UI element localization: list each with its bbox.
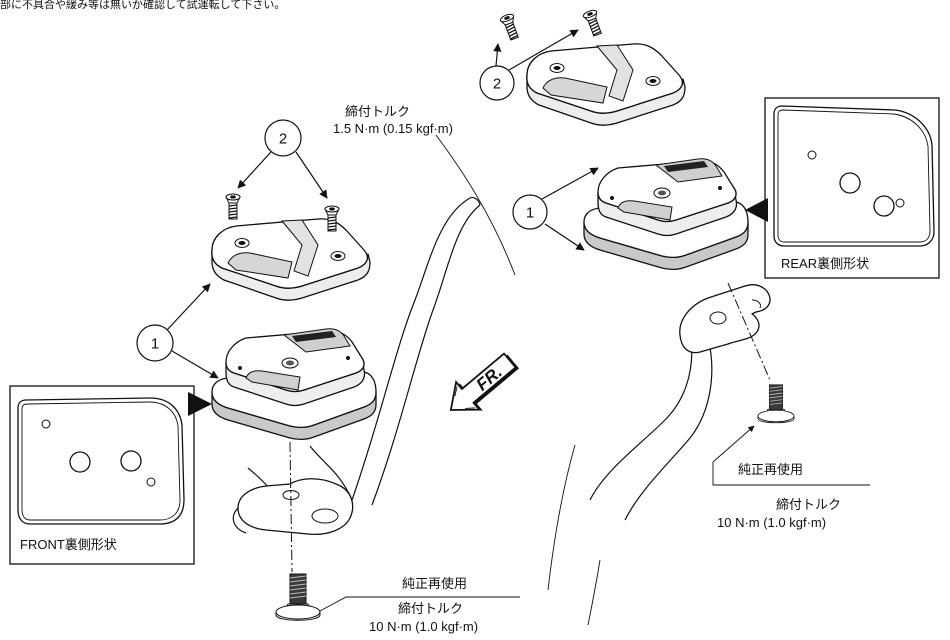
front-screw-torque-value: 1.5 N·m (0.15 kgf·m) [333,121,453,136]
rear-screw-right [581,8,605,38]
front-bolt-reuse: 純正再使用 [402,576,467,591]
rear-bracket-hole [709,311,727,325]
rear-peg-cover [526,43,686,126]
rear-bolt-leader [712,425,870,486]
rear-peg-base [583,158,749,271]
front-bracket [237,478,354,536]
front-screw-left [225,193,241,220]
front-center-line [289,441,293,573]
rear-screw-callout: 2 [479,29,579,101]
rear-bolt-reuse: 純正再使用 [738,462,803,477]
rear-bolt-torque-value: 10 N·m (1.0 kgf·m) [717,515,826,530]
rear-bolt-torque-title: 締付トルク [776,497,841,512]
front-bolt-leader [319,596,520,612]
rear-flange-bolt [757,384,795,424]
front-inset-pointer [188,392,212,416]
front-inset: FRONT裏側形状 [9,385,195,565]
front-screw-torque-title: 締付トルク [345,104,410,119]
front-bracket-slot [311,508,339,524]
rear-inset-label: REAR裏側形状 [781,256,869,271]
svg-text:2: 2 [493,76,501,93]
front-inset-label: FRONT裏側形状 [20,537,117,552]
front-bracket-strap [232,507,247,534]
front-peg-base [211,328,377,441]
front-peg-callout: 1 [136,283,219,379]
front-peg-cover [211,218,371,301]
rear-inset: REAR裏側形状 [764,97,940,279]
front-screw-callout: 2 [237,119,328,199]
svg-text:1: 1 [151,336,159,353]
front-bolt-torque-value: 10 N·m (1.0 kgf·m) [369,619,478,634]
svg-text:1: 1 [526,205,534,222]
front-bolt-torque-title: 締付トルク [398,601,463,616]
rear-screw-left [498,12,522,42]
rear-inset-pointer [745,198,768,222]
svg-text:2: 2 [279,131,287,148]
notice-text: 部に不具合や緩み等は無いか確認して試運転して下さい。 [0,0,285,11]
direction-arrow-icon: FR. [449,352,520,411]
rear-bracket-notch [751,299,761,309]
rear-peg-callout: 1 [512,167,599,251]
front-flange-bolt [275,573,321,621]
frame-lines [247,134,713,626]
